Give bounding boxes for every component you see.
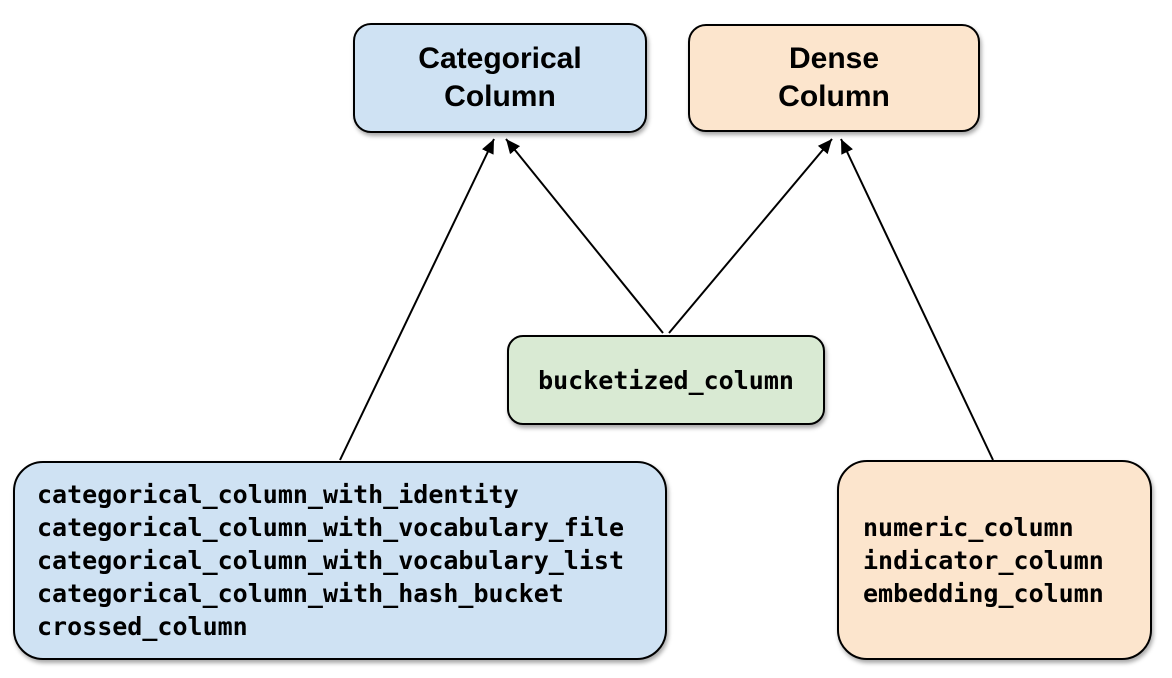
function-name: categorical_column_with_vocabulary_file <box>37 513 624 542</box>
function-name: categorical_column_with_identity <box>37 480 519 509</box>
edge-categorical-functions-to-categorical <box>339 138 495 461</box>
function-name: categorical_column_with_vocabulary_list <box>37 546 624 575</box>
node-dense-functions: numeric_column indicator_column embeddin… <box>837 460 1152 660</box>
edge-bucketized-to-categorical <box>505 138 664 334</box>
function-name: numeric_column <box>863 512 1074 542</box>
node-categorical-column: Categorical Column <box>353 23 647 133</box>
label-line-1: Categorical <box>418 42 582 75</box>
label-line-2: Column <box>778 80 890 113</box>
function-name: crossed_column <box>37 612 248 641</box>
node-categorical-functions: categorical_column_with_identity categor… <box>13 461 667 660</box>
node-bucketized-column: bucketized_column <box>507 335 825 425</box>
node-dense-column-label: Dense Column <box>778 40 890 116</box>
function-name: embedding_column <box>863 578 1104 608</box>
node-dense-column: Dense Column <box>688 24 980 132</box>
node-bucketized-column-label: bucketized_column <box>538 365 794 395</box>
edge-dense-functions-to-dense <box>840 138 994 461</box>
label-line-2: Column <box>444 80 556 113</box>
label-line-1: Dense <box>788 42 880 75</box>
node-categorical-column-label: Categorical Column <box>418 40 581 116</box>
edge-bucketized-to-dense <box>668 138 833 334</box>
function-name: categorical_column_with_hash_bucket <box>37 579 564 608</box>
function-name: indicator_column <box>863 545 1104 575</box>
